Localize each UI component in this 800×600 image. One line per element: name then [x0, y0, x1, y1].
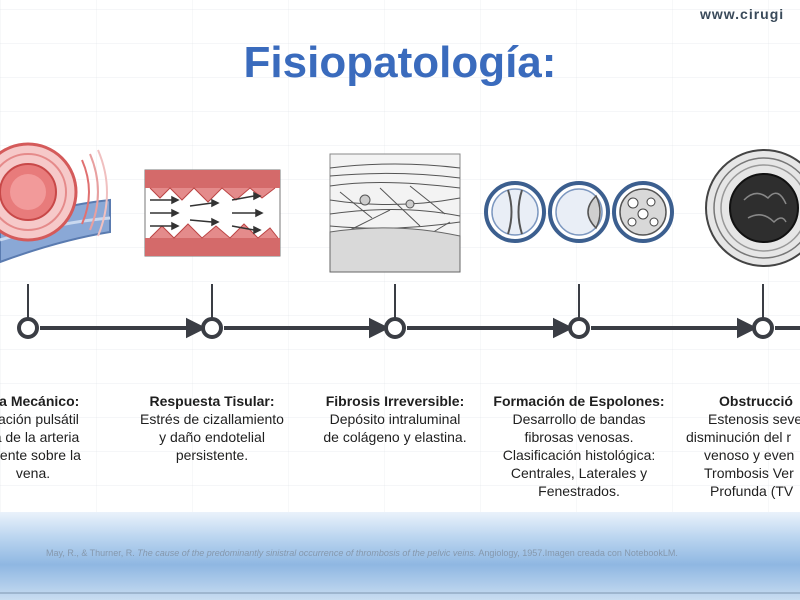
stage-5-line: disminución del r — [686, 429, 792, 445]
stage-2-title: Respuesta Tisular: — [149, 393, 275, 409]
stage-1-line: ulación pulsátil — [0, 411, 79, 427]
stage-5-description: Obstrucció Estenosis seve disminución de… — [686, 392, 800, 500]
stage-2-line: persistente. — [175, 447, 249, 463]
timeline-node-2 — [201, 317, 223, 339]
timeline-connectors — [27, 284, 764, 318]
stage-2-description: Respuesta Tisular: Estrés de cizallamien… — [127, 392, 297, 464]
citation: May, R., & Thurner, R. The cause of the … — [46, 548, 786, 558]
citation-authors: May, R., & Thurner, R. — [46, 548, 135, 558]
timeline-node-3 — [384, 317, 406, 339]
spur-central — [484, 181, 546, 243]
stage-5-line: venoso y even — [704, 447, 795, 463]
stage-1-description: ma Mecánico: ulación pulsátil ca de la a… — [0, 392, 118, 482]
site-url: www.cirugi — [700, 6, 785, 22]
stage-3-title: Fibrosis Irreversible: — [325, 393, 465, 409]
timeline-node-1 — [17, 317, 39, 339]
stage-3-description: Fibrosis Irreversible: Depósito intralum… — [310, 392, 480, 446]
stage-4-title: Formación de Espolones: — [493, 393, 665, 409]
stage-1-line: vena. — [15, 465, 51, 481]
footer-band: May, R., & Thurner, R. The cause of the … — [0, 512, 800, 600]
stage-1-title: ma Mecánico: — [0, 393, 80, 409]
spur-lateral — [548, 181, 610, 243]
illustration-fibrosis — [329, 153, 461, 273]
stage-5-line: Profunda (TV — [710, 483, 794, 499]
timeline — [17, 284, 800, 339]
stage-4-description: Formación de Espolones: Desarrollo de ba… — [489, 392, 669, 500]
timeline-node-5 — [752, 317, 774, 339]
stage-2-line: Estrés de cizallamiento — [140, 411, 284, 427]
illustration-venous-spurs — [484, 181, 674, 243]
timeline-node-4 — [568, 317, 590, 339]
stage-5-title: Obstrucció — [719, 393, 793, 409]
stage-4-line: Clasificación histológica: — [502, 447, 656, 463]
stage-4-line: Centrales, Laterales y — [510, 465, 648, 481]
stage-2-line: y daño endotelial — [159, 429, 265, 445]
illustration-shear-stress — [144, 169, 281, 257]
stage-4-line: Desarrollo de bandas — [512, 411, 646, 427]
illustration-obstruction — [705, 149, 800, 267]
illustration-arterial-compression — [0, 142, 111, 264]
stage-5-line: Estenosis seve — [708, 411, 800, 427]
stage-1-line: ca de la arteria — [0, 429, 80, 445]
citation-source: Angiology, 1957.Imagen creada con Notebo… — [478, 548, 678, 558]
citation-article: The cause of the predominantly sinistral… — [137, 548, 477, 558]
spur-fenestrated — [612, 181, 674, 243]
stage-5-line: Trombosis Ver — [704, 465, 794, 481]
stage-illustrations — [0, 142, 800, 273]
page-title: Fisiopatología: — [243, 38, 557, 87]
stage-3-line: Depósito intraluminal — [329, 411, 461, 427]
stage-4-line: Fenestrados. — [538, 483, 620, 499]
stage-3-line: de colágeno y elastina. — [323, 429, 467, 445]
timeline-arrows — [40, 317, 800, 339]
stage-4-line: fibrosas venosas. — [524, 429, 634, 445]
stage-1-line: acente sobre la — [0, 447, 81, 463]
